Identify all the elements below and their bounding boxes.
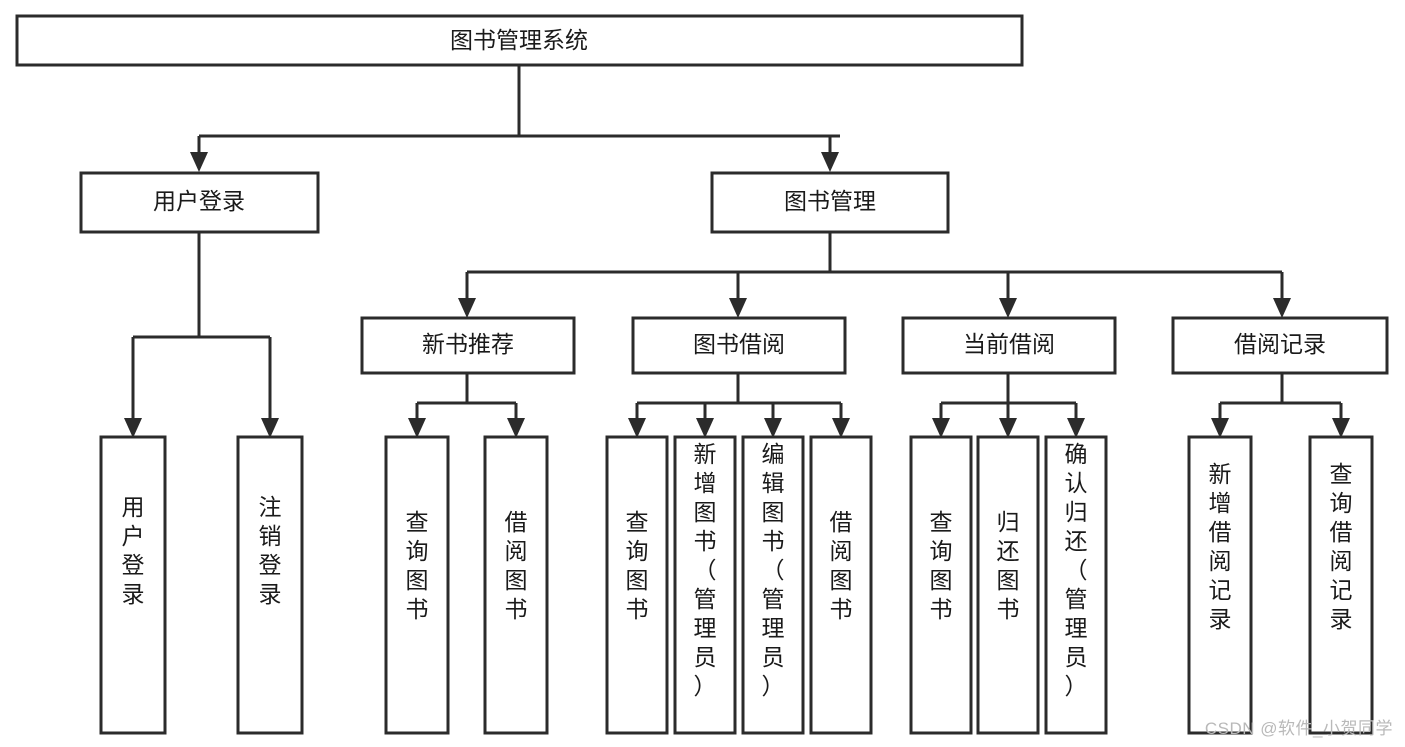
node-leaf-logout-label: 注销登录 bbox=[259, 494, 282, 607]
node-leaf-borrow-book-1[interactable]: 借阅图书 bbox=[483, 435, 549, 735]
arrow-to-leaf-query-book-2 bbox=[628, 418, 646, 438]
node-leaf-logout[interactable]: 注销登录 bbox=[236, 435, 304, 735]
arrow-to-leaf-borrow-book-1 bbox=[507, 418, 525, 438]
arrow-to-book-borrow bbox=[729, 298, 747, 318]
arrow-to-leaf-return-book bbox=[999, 418, 1017, 438]
node-leaf-query-book-1-box[interactable] bbox=[384, 435, 450, 735]
arrow-to-new-book-rec bbox=[458, 298, 476, 318]
node-current-borrow-box[interactable] bbox=[901, 316, 1117, 375]
node-root-box[interactable] bbox=[15, 14, 1024, 67]
node-leaf-query-book-1[interactable]: 查询图书 bbox=[384, 435, 450, 735]
node-new-book-rec-label: 新书推荐 bbox=[422, 331, 514, 357]
node-leaf-add-book-box[interactable] bbox=[673, 435, 737, 735]
node-leaf-confirm-return-label: 确认归还（管理员） bbox=[1065, 441, 1088, 699]
node-leaf-query-record-label: 查询借阅记录 bbox=[1330, 461, 1353, 632]
node-user-login-box[interactable] bbox=[79, 171, 320, 234]
node-leaf-query-book-2-label: 查询图书 bbox=[626, 509, 649, 622]
node-root-label: 图书管理系统 bbox=[450, 27, 588, 53]
arrow-to-borrow-record bbox=[1273, 298, 1291, 318]
node-leaf-borrow-book-1-label: 借阅图书 bbox=[505, 509, 528, 622]
node-leaf-user-login-label: 用户登录 bbox=[122, 494, 145, 607]
arrow-to-current-borrow bbox=[999, 298, 1017, 318]
node-leaf-query-book-2-box[interactable] bbox=[605, 435, 669, 735]
node-leaf-user-login[interactable]: 用户登录 bbox=[99, 435, 167, 735]
node-book-manage-label: 图书管理 bbox=[784, 188, 876, 214]
node-leaf-add-book-label: 新增图书（管理员） bbox=[694, 441, 717, 699]
node-new-book-rec[interactable]: 新书推荐 bbox=[360, 316, 576, 375]
arrow-to-leaf-confirm-return bbox=[1067, 418, 1085, 438]
arrow-to-leaf-user-login bbox=[124, 418, 142, 438]
node-book-borrow[interactable]: 图书借阅 bbox=[631, 316, 847, 375]
node-leaf-query-book-1-label: 查询图书 bbox=[406, 509, 429, 622]
node-leaf-add-record-label: 新增借阅记录 bbox=[1209, 461, 1232, 632]
connectors-group bbox=[131, 65, 1343, 418]
node-leaf-edit-book-box[interactable] bbox=[741, 435, 805, 735]
node-book-manage[interactable]: 图书管理 bbox=[710, 171, 950, 234]
arrow-to-leaf-add-record bbox=[1211, 418, 1229, 438]
node-leaf-borrow-book-2-label: 借阅图书 bbox=[830, 509, 853, 622]
node-leaf-confirm-return[interactable]: 确认归还（管理员） bbox=[1044, 435, 1108, 735]
node-book-borrow-label: 图书借阅 bbox=[693, 331, 785, 357]
node-leaf-query-book-3[interactable]: 查询图书 bbox=[909, 435, 973, 735]
node-leaf-edit-book-label: 编辑图书（管理员） bbox=[762, 441, 785, 699]
arrow-to-leaf-logout bbox=[261, 418, 279, 438]
node-leaf-borrow-book-2[interactable]: 借阅图书 bbox=[809, 435, 873, 735]
node-new-book-rec-box[interactable] bbox=[360, 316, 576, 375]
node-leaf-add-record[interactable]: 新增借阅记录 bbox=[1187, 435, 1253, 735]
node-leaf-borrow-book-2-box[interactable] bbox=[809, 435, 873, 735]
arrow-to-user-login bbox=[190, 152, 208, 172]
arrow-to-book-manage bbox=[821, 152, 839, 172]
arrow-to-leaf-edit-book bbox=[764, 418, 782, 438]
node-user-login-label: 用户登录 bbox=[153, 188, 245, 214]
node-current-borrow-label: 当前借阅 bbox=[963, 331, 1055, 357]
node-leaf-query-book-3-box[interactable] bbox=[909, 435, 973, 735]
node-leaf-query-record[interactable]: 查询借阅记录 bbox=[1308, 435, 1374, 735]
node-leaf-confirm-return-box[interactable] bbox=[1044, 435, 1108, 735]
node-borrow-record-label: 借阅记录 bbox=[1234, 331, 1326, 357]
node-current-borrow[interactable]: 当前借阅 bbox=[901, 316, 1117, 375]
node-leaf-user-login-box[interactable] bbox=[99, 435, 167, 735]
node-book-manage-box[interactable] bbox=[710, 171, 950, 234]
node-leaf-edit-book[interactable]: 编辑图书（管理员） bbox=[741, 435, 805, 735]
node-leaf-return-book[interactable]: 归还图书 bbox=[976, 435, 1040, 735]
node-leaf-return-book-box[interactable] bbox=[976, 435, 1040, 735]
node-leaf-borrow-book-1-box[interactable] bbox=[483, 435, 549, 735]
arrow-to-leaf-borrow-book-2 bbox=[832, 418, 850, 438]
node-borrow-record[interactable]: 借阅记录 bbox=[1171, 316, 1389, 375]
node-user-login[interactable]: 用户登录 bbox=[79, 171, 320, 234]
node-book-borrow-box[interactable] bbox=[631, 316, 847, 375]
node-leaf-add-book[interactable]: 新增图书（管理员） bbox=[673, 435, 737, 735]
arrow-to-leaf-add-book bbox=[696, 418, 714, 438]
node-leaf-return-book-label: 归还图书 bbox=[997, 509, 1020, 622]
node-leaf-logout-box[interactable] bbox=[236, 435, 304, 735]
node-leaf-add-record-box[interactable] bbox=[1187, 435, 1253, 735]
node-leaf-query-book-3-label: 查询图书 bbox=[930, 509, 953, 622]
arrow-to-leaf-query-book-3 bbox=[932, 418, 950, 438]
node-borrow-record-box[interactable] bbox=[1171, 316, 1389, 375]
arrow-to-leaf-query-book-1 bbox=[408, 418, 426, 438]
node-leaf-query-record-box[interactable] bbox=[1308, 435, 1374, 735]
node-leaf-query-book-2[interactable]: 查询图书 bbox=[605, 435, 669, 735]
node-root[interactable]: 图书管理系统 bbox=[15, 14, 1024, 67]
arrow-to-leaf-query-record bbox=[1332, 418, 1350, 438]
